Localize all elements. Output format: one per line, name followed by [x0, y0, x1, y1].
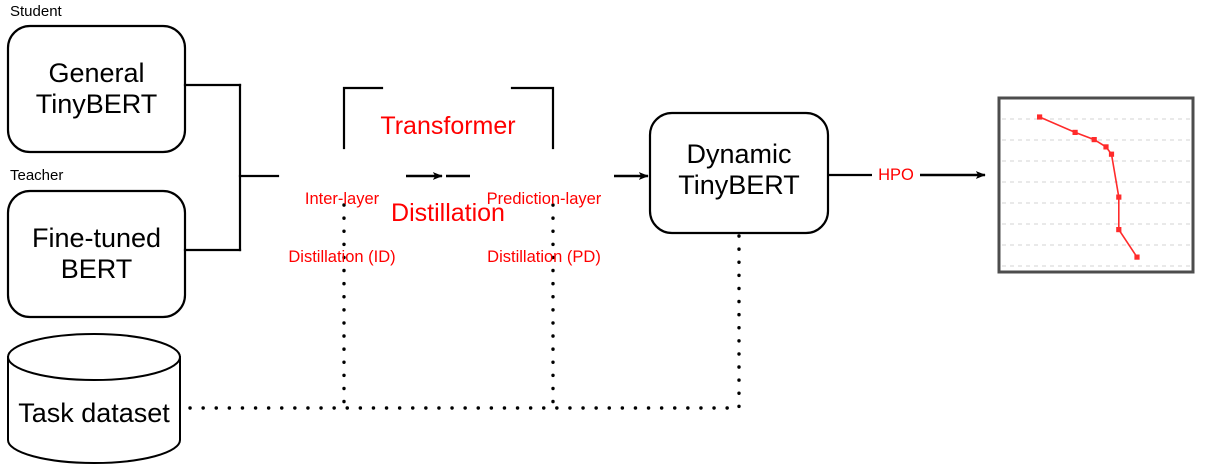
task-dataset-cylinder: [7, 333, 181, 464]
chart-point-0: [1037, 114, 1043, 120]
dynamic-tinybert-label-line1: Dynamic: [686, 139, 792, 169]
student-caption: Student: [10, 3, 62, 20]
transformer-distillation-line2: Distillation: [391, 199, 505, 227]
inter-layer-distillation-label: Inter-layer Distillation (ID): [278, 152, 406, 305]
task-dataset-label-line1: Task dataset: [18, 398, 170, 428]
general-tinybert-label-line2: TinyBERT: [35, 89, 158, 119]
task-dataset-dotted-connectors: [188, 203, 741, 410]
chart-series-markers: [1037, 114, 1140, 260]
fine-tuned-bert-label: Fine-tuned BERT: [8, 223, 185, 285]
chart-point-7: [1134, 254, 1140, 260]
chart-point-4: [1108, 151, 1115, 157]
transformer-distillation-line1: Transformer: [380, 112, 516, 140]
transformer-distillation-label: Transformer Distillation: [353, 54, 543, 286]
general-tinybert-label: General TinyBERT: [8, 58, 185, 120]
chart-series-line: [1039, 116, 1138, 258]
fine-tuned-bert-label-line2: BERT: [60, 254, 133, 284]
fine-tuned-bert-label-line1: Fine-tuned: [31, 223, 162, 253]
dynamic-tinybert-box: [648, 111, 830, 235]
chart-plot-area: [997, 96, 1195, 274]
general-tinybert-box: [6, 24, 187, 154]
task-dataset-label: Task dataset: [8, 398, 180, 429]
general-tinybert-label-line1: General: [48, 58, 145, 88]
merge-bracket-connector: [183, 83, 280, 252]
fine-tuned-bert-box: [6, 189, 187, 319]
chart-point-3: [1103, 144, 1109, 150]
chart-point-2: [1091, 137, 1097, 143]
chart-point-5: [1116, 194, 1122, 200]
chart-point-1: [1072, 129, 1078, 135]
result-chart: [997, 96, 1195, 274]
prediction-layer-distillation-label: Prediction-layer Distillation (PD): [473, 152, 615, 305]
chart-point-6: [1116, 227, 1122, 233]
transformer-distillation-bracket: [342, 86, 555, 150]
inter-layer-distillation-line2: Distillation (ID): [288, 247, 396, 266]
inter-layer-distillation-line1: Inter-layer: [304, 190, 380, 209]
teacher-caption: Teacher: [10, 167, 64, 184]
hpo-label: HPO: [878, 166, 914, 184]
prediction-layer-distillation-line2: Distillation (PD): [487, 247, 601, 266]
dynamic-tinybert-label: Dynamic TinyBERT: [650, 139, 828, 201]
prediction-layer-distillation-line1: Prediction-layer: [486, 190, 602, 209]
dynamic-tinybert-label-line2: TinyBERT: [678, 170, 800, 200]
